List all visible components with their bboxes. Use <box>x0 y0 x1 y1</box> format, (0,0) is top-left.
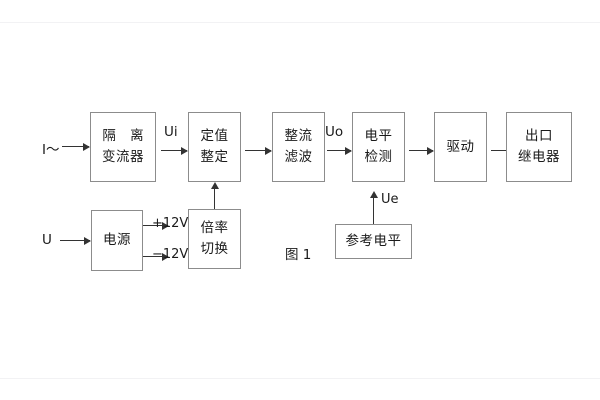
frame-divider-bottom <box>0 378 600 379</box>
arrow-isolation-ct-to-setting <box>161 146 188 155</box>
block-power-supply-line1: 电源 <box>103 232 131 249</box>
block-level-detect-line2: 检测 <box>364 149 393 165</box>
arrow-voltage-input-to-power-supply <box>60 236 91 245</box>
block-drive[interactable]: 驱动 <box>434 112 487 182</box>
block-isolation-ct-line2: 变流器 <box>102 149 144 165</box>
block-rectify-filter-line1: 整流 <box>284 128 313 145</box>
block-isolation-ct[interactable]: 隔 离 变流器 <box>90 112 156 182</box>
arrow-setting-to-rectify-filter <box>245 146 272 155</box>
arrow-reference-level-to-level-detect <box>369 191 378 224</box>
block-setting[interactable]: 定值 整定 <box>188 112 241 182</box>
block-level-detect[interactable]: 电平 检测 <box>352 112 405 182</box>
block-multiplier-switch-line1: 倍率 <box>200 220 229 237</box>
block-drive-line1: 驱动 <box>446 138 475 155</box>
block-output-relay[interactable]: 出口 继电器 <box>506 112 572 182</box>
signal-ue-label: Ue <box>381 192 399 207</box>
frame-divider-top <box>0 22 600 23</box>
block-multiplier-switch-line2: 切换 <box>200 241 229 257</box>
signal-uo-label: Uo <box>325 124 344 140</box>
block-setting-line2: 整定 <box>200 149 229 165</box>
supply-positive-label: +12V <box>152 216 189 231</box>
arrow-power-supply-negative <box>143 252 169 261</box>
block-output-relay-line2: 继电器 <box>518 149 560 165</box>
figure-caption: 图 1 <box>285 247 312 263</box>
block-isolation-ct-line1: 隔 离 <box>102 128 149 145</box>
arrow-current-input-to-isolation-ct <box>62 142 90 151</box>
arrow-rectify-filter-to-level-detect <box>327 146 352 155</box>
arrow-power-supply-positive <box>143 221 169 230</box>
arrow-multiplier-switch-to-setting <box>210 182 219 209</box>
block-setting-line1: 定值 <box>200 128 229 145</box>
arrow-level-detect-to-drive <box>409 146 434 155</box>
block-output-relay-line1: 出口 <box>525 128 553 145</box>
signal-ui-label: Ui <box>164 124 178 140</box>
voltage-input-label: U <box>42 232 52 248</box>
block-multiplier-switch[interactable]: 倍率 切换 <box>188 209 241 269</box>
block-level-detect-line1: 电平 <box>364 128 393 145</box>
block-rectify-filter[interactable]: 整流 滤波 <box>272 112 325 182</box>
block-reference-level[interactable]: 参考电平 <box>335 224 412 259</box>
supply-negative-label: −12V <box>152 247 189 262</box>
block-rectify-filter-line2: 滤波 <box>284 149 313 165</box>
block-reference-level-line1: 参考电平 <box>345 233 402 250</box>
block-power-supply[interactable]: 电源 <box>91 210 143 271</box>
current-input-label: I～ <box>42 142 60 158</box>
